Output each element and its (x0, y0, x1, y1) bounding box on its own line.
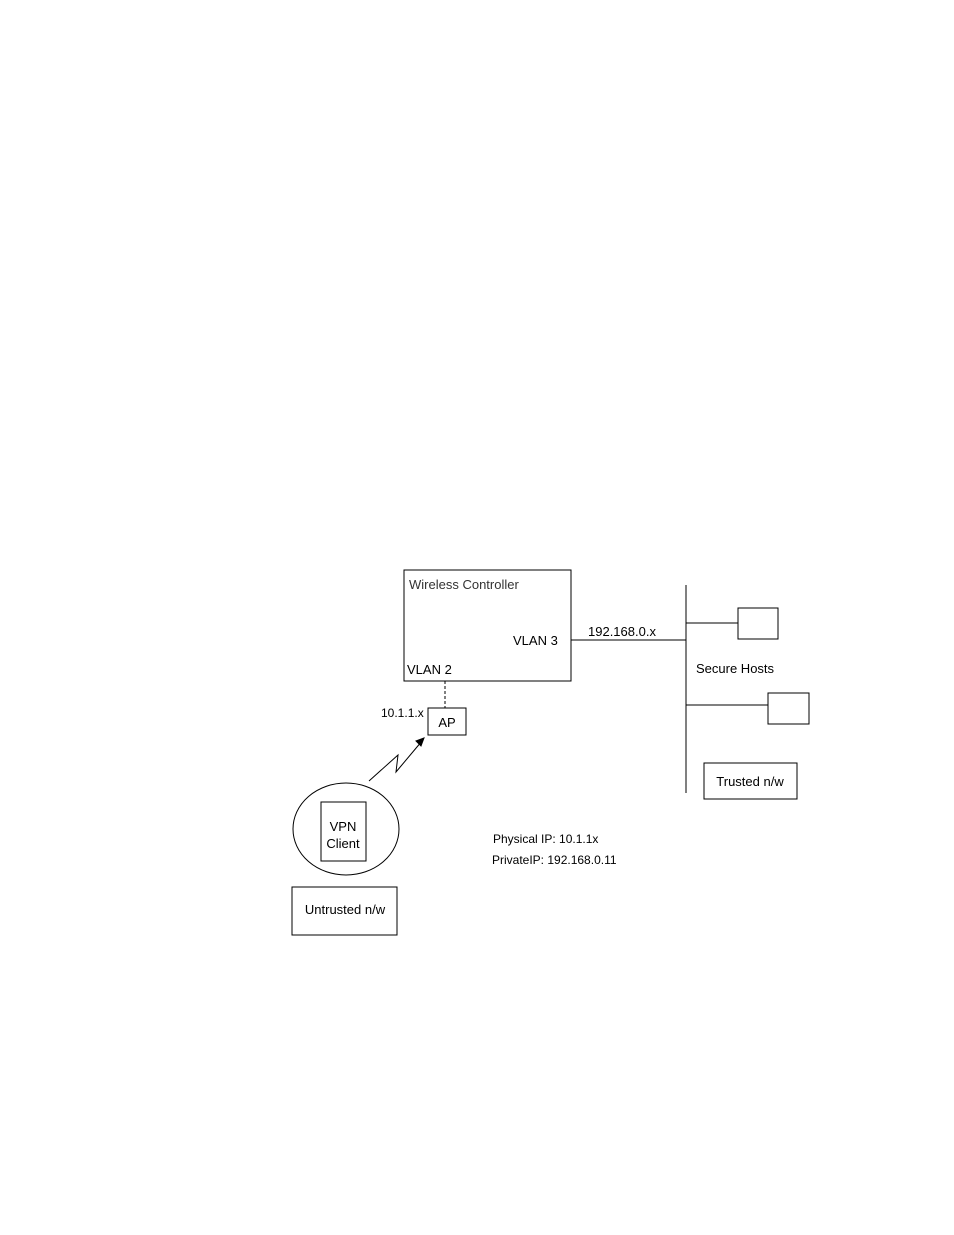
private-ip-label: PrivateIP: 192.168.0.11 (492, 853, 617, 867)
vlan2-label: VLAN 2 (407, 662, 452, 677)
secure-subnet-label: 192.168.0.x (588, 624, 656, 639)
secure-host-1 (738, 608, 778, 639)
vpn-client-label-line1: VPN (330, 819, 357, 834)
wireless-controller-title: Wireless Controller (409, 577, 519, 592)
wireless-link-icon (369, 741, 422, 781)
secure-host-2 (768, 693, 809, 724)
access-point-label: AP (438, 715, 455, 730)
wireless-arrowhead (416, 738, 424, 746)
ap-subnet-label: 10.1.1.x (381, 706, 424, 720)
vpn-client-label-line2: Client (326, 836, 360, 851)
secure-hosts-label: Secure Hosts (696, 661, 775, 676)
wireless-controller: Wireless Controller VLAN 3 VLAN 2 (404, 570, 571, 681)
physical-ip-label: Physical IP: 10.1.1x (493, 832, 598, 846)
untrusted-network-label: Untrusted n/w (305, 902, 386, 917)
trusted-network-label: Trusted n/w (716, 774, 784, 789)
vlan3-label: VLAN 3 (513, 633, 558, 648)
